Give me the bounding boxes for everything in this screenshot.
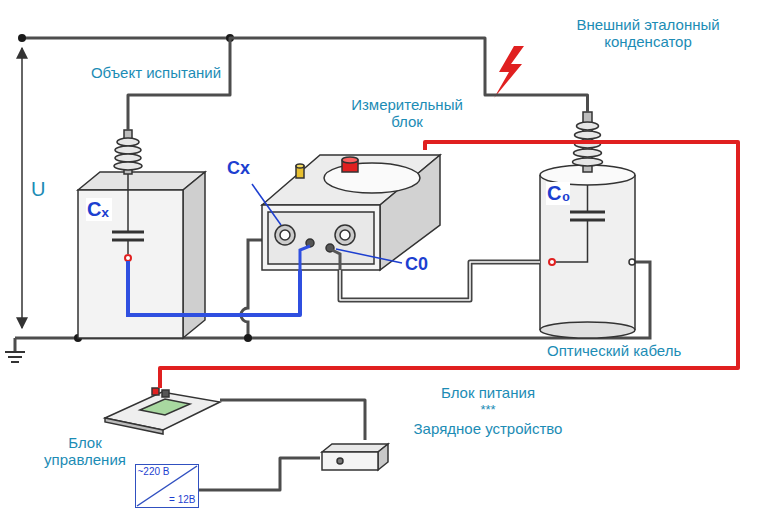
reference-cable <box>340 262 540 300</box>
control-unit: Блок управления <box>105 388 220 434</box>
test-object: Объект испытанийCₓ <box>78 130 205 338</box>
leader-line <box>336 249 402 263</box>
power-adapter: ~220 В = 12В <box>135 464 199 508</box>
lightning-symbol <box>494 46 524 98</box>
signal-cable <box>300 246 310 270</box>
power-supply: Блок питания***Зарядное устройство <box>320 440 388 472</box>
ground-wire <box>241 240 262 338</box>
hv-wire <box>22 37 230 40</box>
signal-cable <box>128 261 205 315</box>
power-cable <box>199 458 320 490</box>
node-heading: Внешний эталонный конденсатор <box>572 16 724 51</box>
port-label: Cx <box>226 158 254 179</box>
capacitance-symbol: Cₓ <box>86 198 112 221</box>
voltage-label: U <box>30 178 50 201</box>
measuring-block: Измерительный блок <box>262 150 440 270</box>
edge-label: Оптический кабель <box>546 342 726 359</box>
ground-symbol <box>5 352 25 362</box>
ground-wire <box>15 338 22 352</box>
capacitance-symbol: C₀ <box>546 182 570 205</box>
reference-capacitor: Внешний эталонный конденсаторC₀ <box>540 112 635 338</box>
hv-wire <box>128 38 588 130</box>
node-heading: Блок питания <box>388 384 588 401</box>
leader-line <box>252 184 281 225</box>
power-cable <box>220 400 365 440</box>
signal-cable <box>205 270 300 315</box>
port-label: C0 <box>404 254 432 275</box>
node-heading: Объект испытаний <box>86 64 226 81</box>
measuring-block-drawing <box>262 155 440 270</box>
power-supply-drawing <box>322 444 388 470</box>
node-heading: Блок управления <box>36 434 134 469</box>
node-heading: Зарядное устройство <box>388 420 588 437</box>
wires <box>15 38 650 352</box>
voltage-arrow <box>21 48 23 328</box>
voltage-text: ~220 В <box>137 466 177 478</box>
reference-cable <box>332 250 340 270</box>
control-unit-drawing <box>105 388 220 434</box>
test-object-drawing <box>78 130 205 338</box>
reference-capacitor-drawing <box>540 112 635 338</box>
cable-core <box>340 262 540 300</box>
optical-cable <box>160 142 738 388</box>
junction-dots <box>18 34 252 342</box>
note-mark: *** <box>468 403 508 418</box>
node-heading: Измерительный блок <box>346 96 468 131</box>
voltage-text: = 12В <box>162 494 197 506</box>
